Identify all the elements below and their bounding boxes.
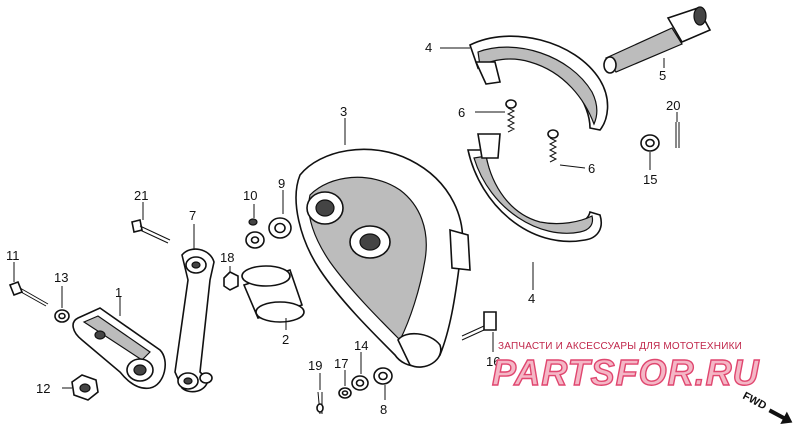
- washer-part-8: [373, 367, 393, 385]
- callout-15: 15: [643, 172, 657, 187]
- washer-part-14: [351, 375, 369, 391]
- callout-6-upper: 6: [458, 105, 465, 120]
- callout-8: 8: [380, 402, 387, 417]
- callout-5: 5: [659, 68, 666, 83]
- callout-2: 2: [282, 332, 289, 347]
- washer-part-17: [338, 387, 352, 399]
- collar-part-2: [241, 265, 305, 323]
- bolt-part-21: [131, 219, 171, 244]
- callout-17: 17: [334, 356, 348, 371]
- pin-part-20: [675, 122, 680, 148]
- callout-7: 7: [189, 208, 196, 223]
- callout-20: 20: [666, 98, 680, 113]
- spring-part-6-upper: [505, 99, 517, 133]
- callout-19: 19: [308, 358, 322, 373]
- leader-lines: [13, 47, 678, 400]
- brake-shoe-lower-part-4: [467, 133, 602, 243]
- callout-14: 14: [354, 338, 368, 353]
- washer-part-13: [54, 309, 70, 323]
- brake-shoe-upper-part-4: [469, 35, 609, 131]
- washer-part-15: [640, 134, 660, 152]
- nut-part-12: [71, 374, 99, 401]
- callout-11: 11: [6, 248, 20, 263]
- washer-part-10: [245, 218, 265, 249]
- watermark-caption: ЗАПЧАСТИ И АКСЕССУАРЫ ДЛЯ МОТОТЕХНИКИ: [498, 341, 743, 352]
- callout-10: 10: [243, 188, 257, 203]
- brake-arm-part-1: [72, 307, 166, 390]
- callout-12: 12: [36, 381, 50, 396]
- callout-1: 1: [115, 285, 122, 300]
- spring-part-6-lower: [547, 129, 559, 163]
- callout-21: 21: [134, 188, 148, 203]
- callout-6-lower: 6: [588, 161, 595, 176]
- washer-part-9: [268, 217, 292, 239]
- bolt-part-16: [461, 311, 497, 341]
- callout-numbers: 1 2 3 4 4 5 6 6 7 8 9 10 11 12 13 14 15 …: [6, 40, 680, 417]
- callout-9: 9: [278, 176, 285, 191]
- arrow-right-icon: [768, 408, 793, 425]
- nut-part-18: [223, 271, 239, 291]
- callout-13: 13: [54, 270, 68, 285]
- brake-panel-part-3: [295, 148, 471, 368]
- bolt-part-11: [8, 280, 49, 307]
- brake-cam-part-5: [603, 6, 712, 74]
- callout-4-lower: 4: [528, 291, 535, 306]
- torque-link-part-7: [174, 248, 215, 393]
- watermark-logo: PARTSFOR.RU: [491, 351, 760, 393]
- callout-3: 3: [340, 104, 347, 119]
- callout-16: 16: [486, 354, 500, 369]
- fwd-direction-indicator: FWD: [741, 390, 793, 425]
- callout-4-upper: 4: [425, 40, 432, 55]
- pin-part-19: [316, 391, 324, 415]
- callout-18: 18: [220, 250, 234, 265]
